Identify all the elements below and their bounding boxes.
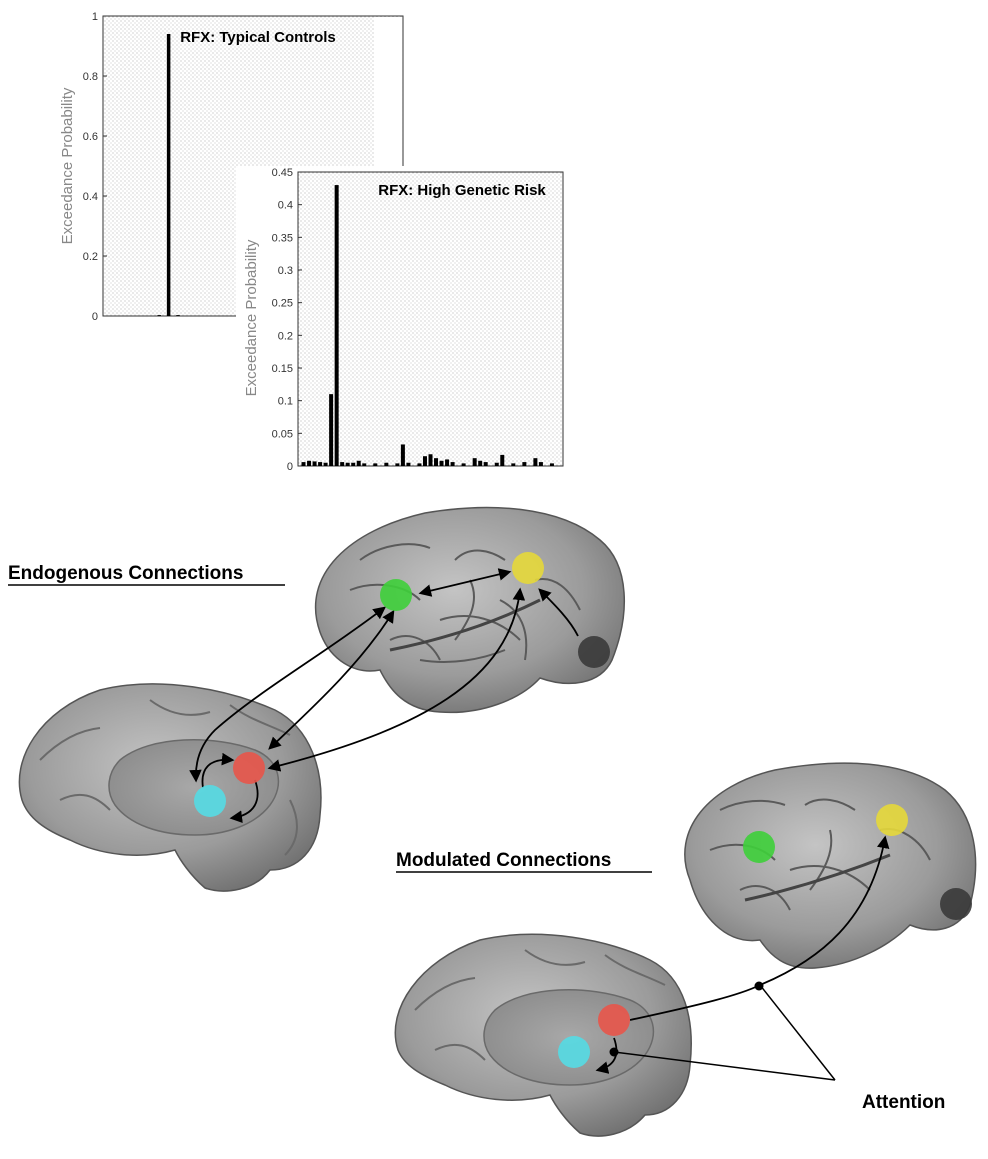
chart1-bars [157,34,180,316]
chart-high-genetic-risk: 0 0.05 0.1 0.15 0.2 0.25 0.3 0.35 0.4 0.45 RFX: H… [236,166,566,473]
y-tick-label: 1 [92,11,98,23]
node-cyan-left [194,785,226,817]
bar [434,458,439,466]
bar [533,458,538,466]
y-tick-label: 0.2 [83,251,98,263]
node-dark-right [940,888,972,920]
y-tick-label: 0.3 [278,265,293,277]
node-cyan-bottom [558,1036,590,1068]
bar [384,462,389,466]
endogenous-connections-label: Endogenous Connections [8,563,243,584]
bar [422,456,427,466]
y-tick-label: 0.25 [272,298,293,310]
chart2-bars [301,185,554,467]
modulated-connections-label: Modulated Connections [396,850,611,871]
attention-junction-lower [609,1047,619,1057]
bar [472,458,477,466]
y-tick-label: 0.4 [278,200,293,212]
chart2-frame [297,171,564,467]
bar [549,463,554,466]
bar [428,454,433,466]
y-tick-label: 0.1 [278,396,293,408]
bar [345,462,350,466]
attention-label: Attention [862,1092,945,1113]
bar [445,459,450,466]
chart1-y-axis-label: Exceedance Probability [59,87,76,244]
bar [538,462,543,466]
bar [318,462,323,466]
bar [362,463,367,466]
y-tick-label: 0.4 [83,191,98,203]
node-red-bottom [598,1004,630,1036]
bar [494,462,499,466]
y-tick-label: 0.15 [272,363,293,375]
y-tick-label: 0 [287,461,293,473]
node-green-right [743,831,775,863]
bar [340,462,345,466]
node-yellow-right [876,804,908,836]
bar [439,460,444,466]
bar [307,460,312,466]
y-tick-label: 0.2 [278,330,293,342]
bar [329,394,334,466]
bar [312,461,317,466]
bar [417,463,422,466]
node-dark-top [578,636,610,668]
chart2-y-axis-label: Exceedance Probability [243,239,260,396]
bar [176,315,180,316]
bar [157,315,161,316]
bar [400,444,405,466]
node-yellow-top [512,552,544,584]
endogenous-arrows [189,568,579,823]
y-tick-label: 0 [92,311,98,323]
bar [478,460,483,466]
y-tick-label: 0.6 [83,131,98,143]
bar [166,34,171,316]
bar [301,462,306,466]
bar [483,462,488,466]
attention-junction-upper [754,981,764,991]
bar [334,185,339,467]
chart2-title: RFX: High Genetic Risk [378,182,546,199]
node-red-left [233,752,265,784]
bar [511,463,516,466]
medial-brain-bottom [394,933,692,1137]
bar [461,463,466,466]
bar [356,460,361,466]
bar [373,463,378,466]
modulated-arrows [595,835,890,1081]
y-tick-label: 0.45 [272,167,293,179]
lateral-brain-right [684,762,977,969]
medial-brain-left [18,683,322,892]
y-tick-label: 0.05 [272,428,293,440]
bar [500,454,505,466]
y-tick-label: 0.35 [272,232,293,244]
chart1-title: RFX: Typical Controls [180,29,336,46]
bar [395,463,400,466]
bar [351,462,356,466]
y-tick-label: 0.8 [83,71,98,83]
bar [323,462,328,466]
chart2-y-ticks: 0 0.05 0.1 0.15 0.2 0.25 0.3 0.35 0.4 0.45 [272,167,302,473]
bar [522,462,527,466]
node-green-top [380,579,412,611]
bar [406,462,411,466]
bar [450,462,455,466]
chart1-y-ticks: 0 0.2 0.4 0.6 0.8 1 [83,11,107,323]
